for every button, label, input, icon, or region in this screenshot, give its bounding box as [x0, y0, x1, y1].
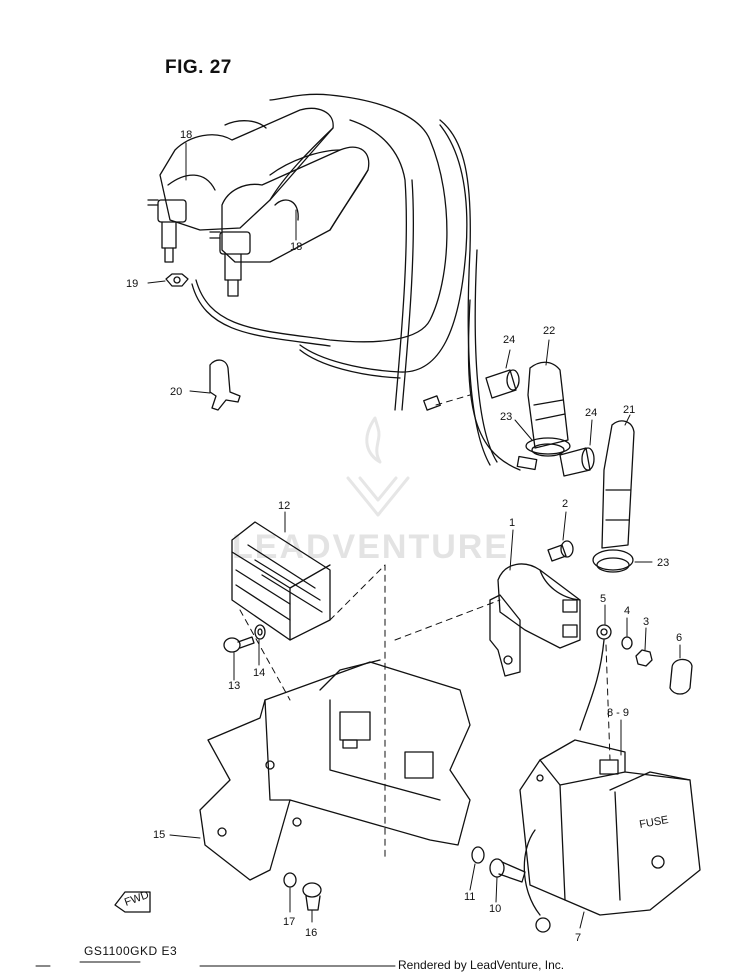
nut-3 — [635, 649, 653, 667]
washer-4 — [621, 636, 633, 650]
callout-bolt-10: 10 — [489, 903, 501, 915]
callout-nut-19: 19 — [126, 278, 138, 290]
washer-14 — [254, 624, 266, 640]
callout-screw-2: 2 — [562, 498, 568, 510]
callout-seal-24-a: 24 — [503, 334, 515, 346]
callout-fuse-8-9: 8 - 9 — [607, 707, 629, 719]
callout-washer-14: 14 — [253, 667, 265, 679]
callout-nut-3: 3 — [643, 616, 649, 628]
svg-text:FUSE: FUSE — [638, 814, 669, 831]
callout-washer-11: 11 — [464, 891, 475, 903]
plug-cap-21 — [559, 420, 635, 573]
watermark-text: LEADVENTURE — [232, 528, 510, 566]
ignition-coil-front — [209, 146, 370, 297]
callout-labels: 18 18 19 20 24 22 23 24 21 23 12 2 1 5 4… — [123, 129, 682, 944]
callout-ignition-coil-front: 18 — [290, 241, 302, 253]
nut-19 — [165, 273, 189, 287]
screw-2 — [547, 540, 574, 562]
ignition-coil-rear — [147, 107, 334, 263]
callout-starter-relay-1: 1 — [509, 517, 515, 529]
callout-ignition-coil-rear: 18 — [180, 129, 192, 141]
watermark-logo — [346, 416, 410, 517]
callout-plug-cap-21: 21 — [623, 404, 635, 416]
front-marker — [114, 891, 151, 913]
callout-seal-24-b: 24 — [585, 407, 597, 419]
washer-17-bracket — [283, 872, 297, 888]
bracket-15 — [199, 659, 471, 881]
callout-ring-23-b: 23 — [657, 557, 669, 569]
ground-lead-5 — [579, 624, 612, 731]
starter-relay-1 — [489, 563, 581, 677]
leader-lines — [147, 142, 681, 929]
figure-title: FIG. 27 — [165, 57, 232, 78]
terminal-cap-6 — [669, 658, 693, 695]
callout-washer-4: 4 — [624, 605, 630, 617]
footer-rule — [35, 961, 396, 967]
callout-fuse-box-7: 7 — [575, 932, 581, 944]
model-code: GS1100GKD E3 — [84, 944, 178, 958]
callout-clamp-20: 20 — [170, 386, 182, 398]
callout-bolt-16: 16 — [305, 927, 317, 939]
bolt-10 — [489, 858, 526, 883]
callout-ring-23-a: 23 — [500, 411, 512, 423]
fuse-box-7: FUSE — [519, 739, 701, 933]
plug-cap-22 — [485, 361, 571, 457]
rendered-credit: Rendered by LeadVenture, Inc. — [398, 958, 565, 972]
callout-ground-lead-5: 5 — [600, 593, 606, 605]
clamp-20 — [209, 359, 241, 411]
callout-bolt-13: 13 — [228, 680, 240, 692]
callout-plug-cap-22: 22 — [543, 325, 555, 337]
high-tension-leads — [191, 93, 538, 471]
callout-regulator-12: 12 — [278, 500, 290, 512]
alignment-lines — [239, 394, 611, 861]
callout-bracket-15: 15 — [153, 829, 165, 841]
callout-washer-17: 17 — [283, 916, 295, 928]
washer-11 — [471, 846, 485, 864]
callout-terminal-cap-6: 6 — [676, 632, 682, 644]
bolt-13 — [223, 636, 255, 653]
bolt-16 — [302, 882, 322, 911]
